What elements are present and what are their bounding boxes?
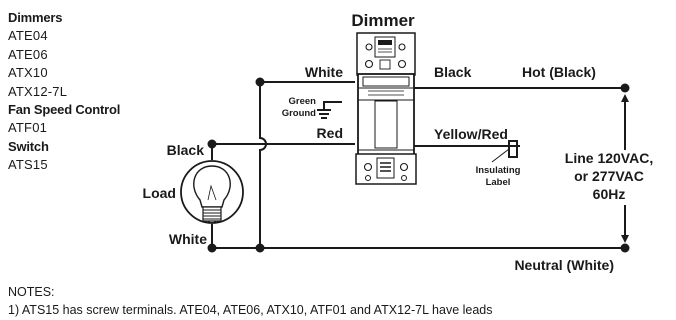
dimmer-title: Dimmer (351, 11, 415, 30)
arrow-head-up (621, 94, 629, 102)
terminal-dot-neutral (620, 243, 630, 253)
product-model-ate06: ATE06 (8, 46, 48, 62)
product-model-ate04: ATE04 (8, 28, 48, 43)
load-label: Load (143, 185, 176, 201)
note-1: 1) ATS15 has screw terminals. ATE04, ATE… (8, 303, 493, 317)
yellow-red-wire-label: Yellow/Red (434, 126, 508, 142)
neutral-wire (211, 224, 625, 249)
notes-heading: NOTES: (8, 285, 55, 299)
wiring-lines (211, 81, 626, 249)
product-model-atx10: ATX10 (8, 65, 48, 80)
line-voltage-label-line3: 60Hz (593, 186, 626, 202)
product-model-atf01: ATF01 (8, 120, 48, 135)
insulating-label-text-line1: Insulating (476, 165, 521, 176)
junction-dot-red (207, 139, 217, 149)
junction-dot-load-white (207, 243, 217, 253)
terminal-dot-hot (620, 83, 630, 93)
load-black-label: Black (167, 142, 205, 158)
product-model-atx12-7l: ATX12-7L (8, 83, 68, 99)
dimmer-device-icon (355, 32, 417, 185)
product-group-heading-switch: Switch (8, 138, 49, 154)
product-model-ats15: ATS15 (8, 156, 48, 172)
white-to-neutral-wire (259, 82, 267, 248)
product-list: Dimmers ATE04 ATE06 ATX10 ATX12-7L Fan S… (8, 9, 158, 174)
line-voltage-label-line1: Line 120VAC, (565, 150, 653, 166)
junction-dots (207, 77, 630, 253)
red-wire-label: Red (317, 125, 343, 141)
light-bulb-icon (180, 160, 244, 224)
neutral-white-label: Neutral (White) (514, 257, 614, 273)
notes-section: NOTES: 1) ATS15 has screw terminals. ATE… (8, 283, 673, 319)
green-ground-lead (323, 101, 342, 110)
ground-symbol (317, 109, 331, 119)
insulating-label-text-line2: Label (486, 177, 511, 188)
green-ground-label-line2: Ground (282, 108, 316, 119)
arrow-head-down (621, 235, 629, 243)
black-wire-label: Black (434, 64, 472, 80)
line-voltage-label-line2: or 277VAC (574, 168, 644, 184)
insulating-label-pointer (491, 148, 510, 163)
hot-black-label: Hot (Black) (522, 64, 596, 80)
product-group-heading-fan-speed-control: Fan Speed Control (8, 102, 121, 117)
junction-dot-neutral (255, 243, 265, 253)
white-wire-label: White (305, 64, 343, 80)
product-group-heading-dimmers: Dimmers (8, 10, 63, 25)
insulating-label-tag (508, 140, 518, 158)
junction-dot-white (255, 77, 265, 87)
load-white-label: White (169, 231, 207, 247)
green-ground-label-line1: Green (289, 96, 317, 107)
